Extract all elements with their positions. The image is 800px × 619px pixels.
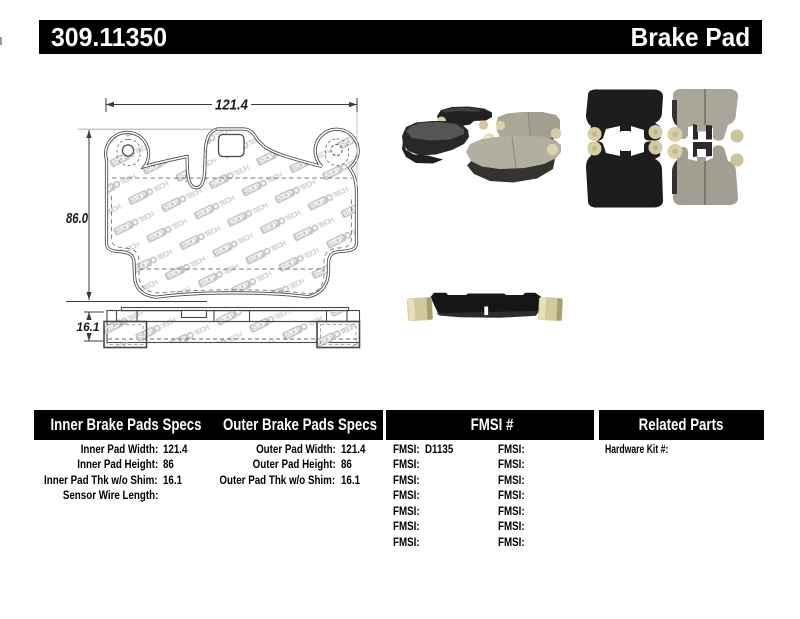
svg-text:121.4: 121.4 (215, 98, 248, 114)
svg-text:16.1: 16.1 (77, 320, 100, 334)
svg-text:86.0: 86.0 (66, 211, 88, 227)
